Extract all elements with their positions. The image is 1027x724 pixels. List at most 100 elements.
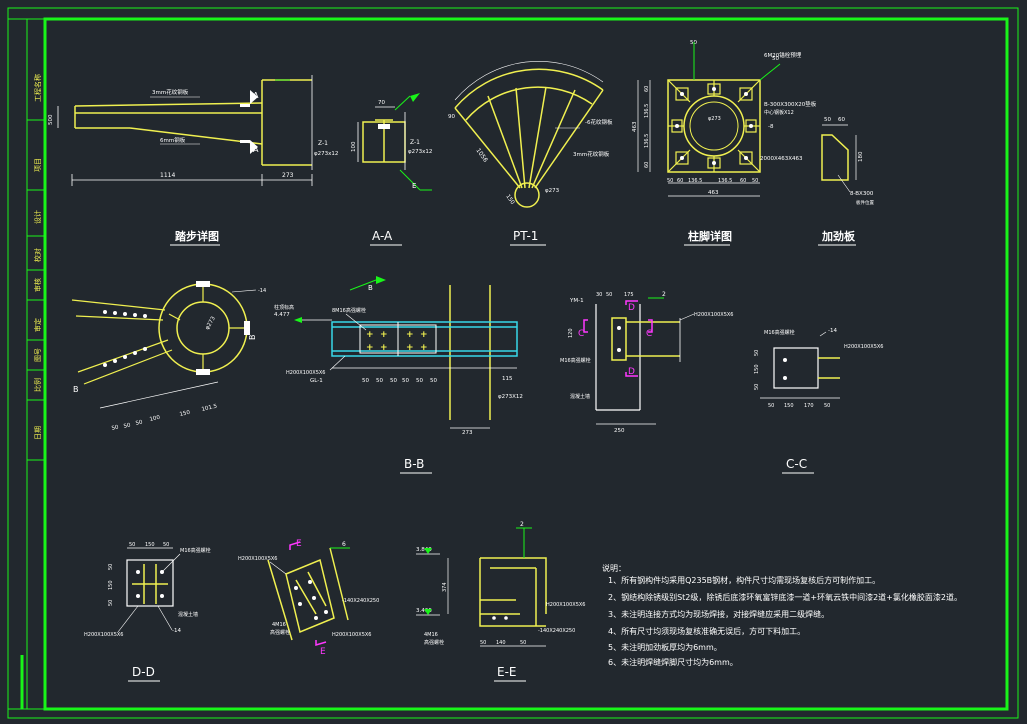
cc-num: 2 (662, 291, 666, 298)
dd-beam: H200X100X5X6 (84, 632, 124, 638)
cc-width: 250 (614, 428, 625, 434)
scc-side-1: 150 (754, 364, 760, 374)
dd-side-2: 50 (108, 600, 114, 606)
scc-side-2: 50 (754, 384, 760, 390)
je-bolt: 4M16 (272, 622, 286, 628)
note-item-6: 6、未注明焊缝焊脚尺寸均为6mm。 (608, 657, 738, 667)
cb-left-0: 60 (644, 86, 650, 92)
stiffener: 50 60 180 8-BX300 板件位置 加劲板 (818, 117, 874, 246)
walkway-side-dim: 500 (48, 114, 54, 125)
cb-note1: 6M20锚栓预埋 (764, 51, 802, 59)
dd-top-2: 50 (163, 542, 169, 548)
bb-title: B-B (404, 457, 424, 471)
cb-left-1: 136.5 (644, 104, 650, 118)
cb-top-dim-1: 50 (772, 56, 779, 62)
cc-bolt: M16高强螺栓 (560, 357, 591, 364)
dd-title: D-D (132, 665, 155, 679)
scc-dim-3: 50 (824, 403, 830, 409)
walkway-title: 踏步详图 (175, 229, 219, 243)
pt1-fan: 1056 150 90 φ273 -6花纹钢板 3mm花纹钢板 PT-1 (448, 60, 613, 246)
note-item-3: 3、未注明连接方式均为现场焊接，对接焊缝应采用二级焊缝。 (608, 609, 829, 619)
general-notes: 说明： 1、所有钢构件均采用Q235B钢材，构件尺寸均需现场复核后方可制作加工。… (602, 563, 962, 667)
dd-top-0: 50 (129, 542, 135, 548)
title-strip-2: 设计 (33, 210, 42, 224)
ee-num: 2 (520, 521, 524, 528)
bb-bottom-3: 50 (402, 378, 409, 384)
cc-mark-c-right: C (646, 329, 652, 339)
jb-dim-1: 50 (123, 422, 132, 430)
cc-top-view: YM-1 30 50 175 2 H200X100X5X6 M16高强螺栓 12… (560, 291, 734, 434)
jb-mark-right: B (248, 335, 257, 341)
cb-left-3: 60 (644, 162, 650, 168)
aa-title: A-A (372, 229, 393, 243)
cb-bottom-4: 60 (740, 178, 746, 184)
scc-plate: -14 (828, 328, 837, 334)
ee-bolt-sub: 高强螺栓 (424, 639, 444, 646)
pt1-pipe: φ273 (545, 188, 560, 194)
je-plate: -140X240X250 (342, 598, 379, 604)
ee-elev1: 3.840 (416, 547, 432, 553)
cb-note3: -8 (768, 124, 774, 130)
cb-center-note: 中心钢板X12 (764, 109, 794, 116)
ee-dim-b2: 50 (520, 640, 526, 646)
svg-text:+: + (366, 330, 374, 340)
aa-dims: 70 (378, 100, 385, 106)
aa-side-dim: 100 (351, 141, 357, 152)
bb-mark: B (368, 284, 373, 292)
cb-bottom-1: 60 (677, 178, 683, 184)
bb-elev: 4.477 (274, 312, 290, 318)
je-mark-top: E (296, 539, 302, 549)
title-strip-8: 日期 (34, 426, 42, 440)
cc-dim-1: 50 (606, 292, 612, 298)
dd-wall: 混凝土墙 (178, 611, 198, 618)
svg-text:+: + (380, 330, 388, 340)
stiffener-dim-1: 60 (838, 117, 845, 123)
column-base: 50 50 6M20锚栓预埋 B-300X300X20垫板 中心钢板X12 -8… (632, 40, 817, 246)
stiffener-note: 8-BX300 (850, 191, 874, 197)
note-item-2: 2、钢结构除锈级别St2级，除锈后底漆环氧富锌底漆一道+环氧云铁中间漆2道+氯化… (608, 592, 962, 602)
title-strip-7: 比例 (33, 378, 42, 392)
title-strip-4: 审核 (33, 278, 42, 292)
jb-dim-0: 50 (111, 424, 120, 432)
dd-top-1: 150 (145, 542, 155, 548)
ee-plate: -140X240X250 (538, 628, 575, 634)
dd-side-1: 150 (108, 580, 114, 590)
ee-beam: H200X100X5X6 (546, 602, 586, 608)
aa-z-label: Z-1 (410, 139, 420, 146)
walkway-dim-total: 1114 (160, 172, 175, 179)
scc-dim-0: 50 (768, 403, 774, 409)
jb-dim-5: 101.5 (201, 403, 218, 413)
cb-total-bottom: 463 (708, 190, 719, 196)
cc-note: 混凝土墙 (570, 393, 590, 400)
pt1-angle-dim: 90 (448, 114, 455, 120)
ee-dim-v: 374 (442, 582, 448, 592)
cb-pipe: φ273 (708, 116, 721, 122)
walkway-z-label: Z-1 (318, 140, 328, 147)
scc-bolt: M16高强螺栓 (764, 329, 795, 336)
bb-col-width: 273 (462, 430, 473, 436)
stiffener-height: 180 (858, 151, 864, 162)
aa-pipe: φ273x12 (408, 149, 432, 155)
stiffener-dim-0: 50 (824, 117, 831, 123)
svg-text:+: + (366, 343, 374, 353)
jb-dim-4: 150 (179, 410, 191, 418)
section-cc: M16高强螺栓 -14 H200X100X5X6 50 150 170 50 5… (754, 328, 884, 474)
bb-bottom-0: 50 (362, 378, 369, 384)
jb-dim-3: 100 (149, 415, 161, 423)
cc-mark-d-bottom: D (628, 367, 635, 377)
scc-dim-1: 150 (784, 403, 794, 409)
pt1-note2: 3mm花纹钢板 (573, 150, 610, 158)
dd-plate: -14 (172, 628, 181, 634)
bb-bottom-4: 50 (416, 378, 423, 384)
cc-ym: YM-1 (569, 298, 584, 304)
cb-bottom-5: 50 (752, 178, 758, 184)
cc-dim-2: 175 (624, 292, 634, 298)
svg-text:+: + (406, 343, 414, 353)
jb-dim-2: 50 (135, 419, 144, 427)
cb-total-left: 463 (632, 121, 638, 132)
title-strip-5: 审定 (33, 318, 42, 332)
bb-bottom-2: 50 (390, 378, 397, 384)
cc-mark-d-top: D (628, 303, 635, 313)
title-strip-3: 校对 (33, 248, 42, 262)
